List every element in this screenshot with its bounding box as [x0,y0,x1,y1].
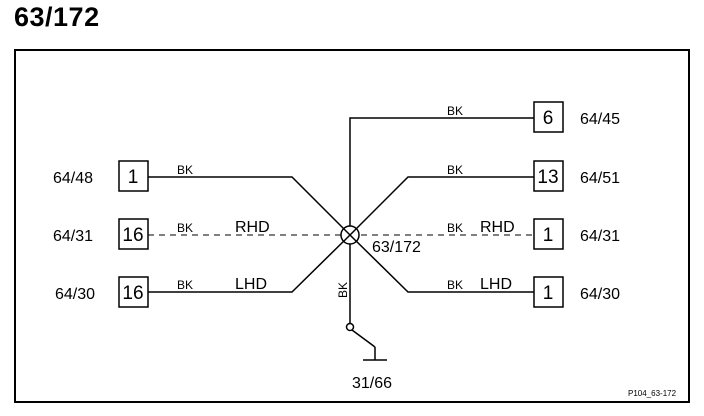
ground-terminal [345,322,355,332]
wire-color: BK [447,278,463,292]
wire-color: BK [447,163,463,177]
ground-link [351,329,376,348]
pin-number: 16 [122,225,143,246]
ground-label: 31/66 [352,375,392,392]
pin-number: 1 [128,167,139,188]
wire-color: BK [177,163,193,177]
ground-wire-color: BK [336,282,350,298]
right-connector-2: 13 64/51 BK [447,160,620,192]
wire-right-1 [349,117,534,235]
wire-color: BK [447,221,463,235]
footer-reference: P104_63-172 [628,389,677,398]
pin-number: 1 [543,225,554,246]
right-connector-4: 1 64/30 BK LHD [447,276,620,308]
pin-number: 1 [543,283,554,304]
left-connector-1: 1 64/48 BK [53,160,193,192]
wire-right-2 [349,176,534,236]
right-connector-1: 6 64/45 BK [447,101,620,133]
connector-id: 64/30 [580,286,620,303]
splice-cross-2 [343,228,357,242]
connector-id: 64/45 [580,111,620,128]
connector-id: 64/51 [580,170,620,187]
connector-id: 64/31 [53,228,93,245]
right-connector-3: 1 64/31 BK RHD [447,218,620,250]
diagram-frame [14,49,690,403]
wire-color: BK [177,221,193,235]
left-connector-2: 16 64/31 BK RHD [53,218,270,250]
connector-id: 64/30 [55,286,95,303]
variant-note: LHD [235,276,267,293]
variant-note: RHD [480,219,515,236]
wire-left-1 [148,176,351,236]
left-connector-3: 16 64/30 BK LHD [55,276,267,308]
wire-color: BK [447,104,463,118]
wire-right-4 [349,234,534,293]
wire-color: BK [177,278,193,292]
variant-note: RHD [235,219,270,236]
pin-number: 6 [543,108,554,129]
page-title: 63/172 [14,2,100,32]
connector-id: 64/48 [53,170,93,187]
wire-left-3 [148,234,351,293]
pin-number: 13 [537,167,558,188]
variant-note: LHD [480,276,512,293]
connector-id: 64/31 [580,228,620,245]
splice-label: 63/172 [372,239,421,256]
pin-number: 16 [122,283,143,304]
